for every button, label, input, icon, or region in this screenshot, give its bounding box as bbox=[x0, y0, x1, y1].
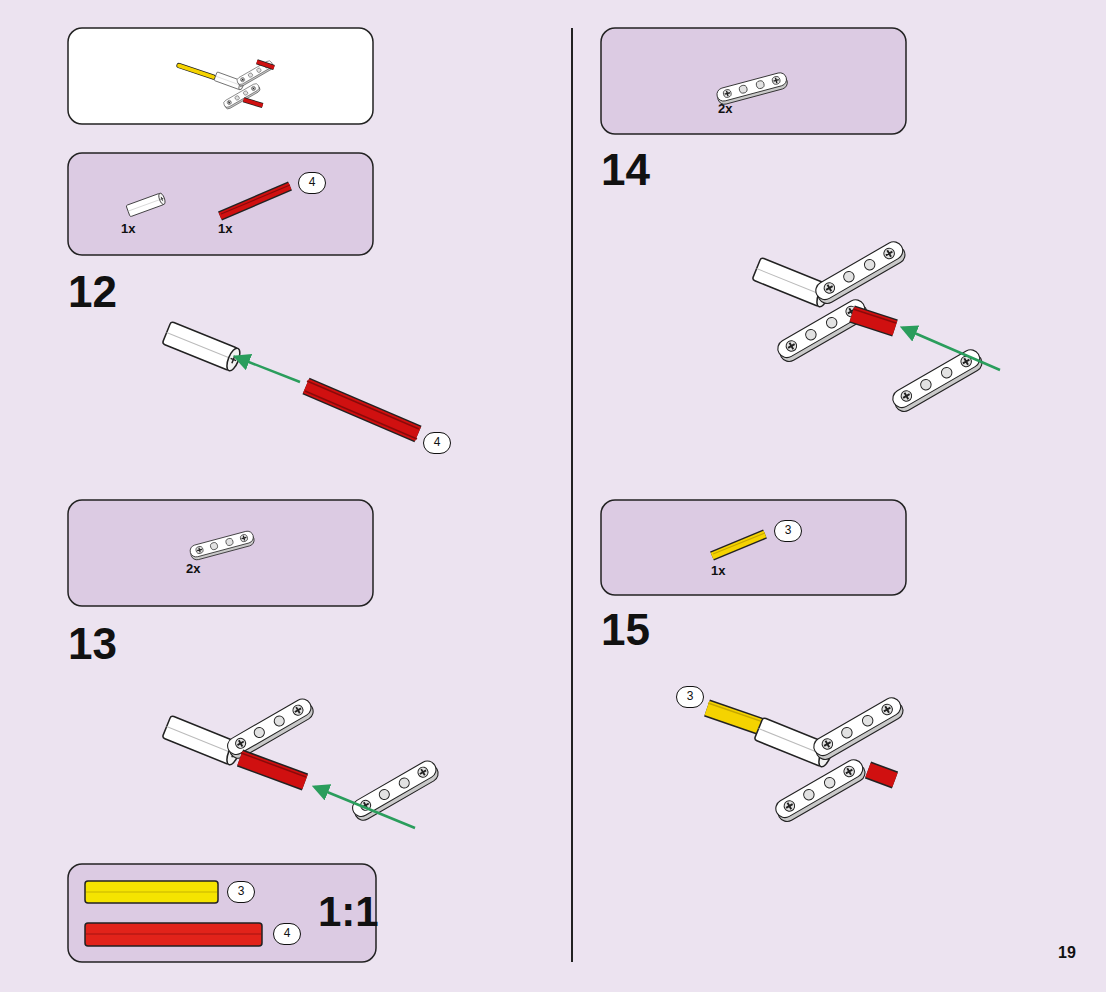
callout-circle: 3 bbox=[676, 686, 704, 708]
illustration-stroke bbox=[244, 100, 263, 106]
illustration-stroke bbox=[240, 758, 305, 782]
parts-panel bbox=[68, 500, 373, 606]
illustration-stroke bbox=[257, 62, 274, 68]
callout-circle: 3 bbox=[774, 520, 802, 542]
illustration-stroke bbox=[179, 66, 213, 77]
preview-box bbox=[68, 28, 373, 124]
red-axle bbox=[240, 753, 306, 782]
illustration-stroke bbox=[86, 891, 217, 892]
callout-number: 4 bbox=[299, 173, 325, 192]
red-axle bbox=[305, 381, 419, 439]
illustration-stroke bbox=[307, 381, 419, 429]
callout-number: 3 bbox=[775, 521, 801, 540]
illustration-stroke bbox=[241, 753, 306, 777]
red-axle-icon bbox=[220, 185, 290, 216]
red-axle bbox=[868, 770, 895, 780]
illustration-stroke bbox=[707, 708, 765, 728]
illustration-stroke bbox=[708, 703, 766, 723]
page-number: 19 bbox=[1058, 945, 1076, 961]
step-number: 15 bbox=[601, 608, 650, 652]
step-number: 14 bbox=[601, 148, 650, 192]
illustration-stroke bbox=[240, 758, 305, 782]
step-number: 13 bbox=[68, 622, 117, 666]
illustration-stroke bbox=[773, 757, 869, 825]
callout-number: 3 bbox=[677, 687, 703, 706]
illustration-stroke bbox=[707, 708, 765, 728]
parts-panel bbox=[68, 153, 373, 255]
callout-number: 4 bbox=[424, 433, 450, 452]
illustration-stroke bbox=[811, 695, 907, 763]
callout-number: 3 bbox=[228, 882, 254, 901]
callout-circle: 4 bbox=[273, 923, 301, 945]
step-number: 12 bbox=[68, 270, 117, 314]
callout-number: 4 bbox=[274, 924, 300, 943]
illustration-stroke bbox=[306, 386, 418, 434]
illustration-stroke bbox=[224, 696, 316, 762]
illustration-stroke bbox=[244, 100, 263, 106]
illustration-stroke bbox=[126, 192, 166, 216]
quantity-label: 2x bbox=[186, 562, 200, 575]
scale-label: 1:1 bbox=[318, 891, 379, 933]
illustration-stroke bbox=[86, 933, 261, 934]
quantity-label: 1x bbox=[121, 222, 135, 235]
quantity-label: 2x bbox=[718, 102, 732, 115]
assembly-arrow bbox=[315, 787, 415, 828]
preview-assembly bbox=[179, 60, 275, 110]
illustration-stroke bbox=[868, 770, 895, 780]
callout-circle: 3 bbox=[227, 881, 255, 903]
illustration-stroke bbox=[715, 71, 788, 105]
illustration-stroke bbox=[868, 770, 895, 780]
parts-panel: 3 1x bbox=[601, 500, 906, 595]
illustration-stroke bbox=[853, 309, 896, 323]
illustration-stroke bbox=[236, 60, 275, 88]
parts-panel: 4 1x 1x bbox=[68, 153, 373, 255]
yellow-axle-scale bbox=[85, 881, 218, 903]
illustration-stroke bbox=[813, 239, 909, 307]
illustration-stroke bbox=[712, 534, 765, 556]
illustration-stroke bbox=[257, 62, 274, 68]
parts-panel bbox=[601, 28, 906, 134]
quantity-label: 1x bbox=[711, 564, 725, 577]
illustration-stroke bbox=[220, 186, 290, 216]
assembly-arrow bbox=[903, 328, 1000, 370]
illustration-stroke bbox=[189, 530, 256, 561]
illustration-stroke bbox=[162, 321, 242, 372]
yellow-axle-icon bbox=[712, 533, 765, 556]
red-axle-scale bbox=[85, 923, 262, 946]
illustration-stroke bbox=[349, 758, 441, 824]
illustration-stroke bbox=[220, 186, 290, 216]
yellow-axle bbox=[707, 703, 766, 728]
column-divider bbox=[571, 28, 573, 962]
illustration-stroke bbox=[221, 185, 290, 214]
callout-circle: 4 bbox=[423, 432, 451, 454]
parts-panel: 2x bbox=[68, 500, 373, 606]
illustration-stroke bbox=[712, 534, 765, 556]
illustration-stroke bbox=[305, 391, 417, 439]
illustration-stroke bbox=[713, 533, 765, 554]
quantity-label: 1x bbox=[218, 222, 232, 235]
parts-panel: 2x bbox=[601, 28, 906, 134]
illustration-stroke bbox=[179, 66, 213, 77]
red-axle bbox=[852, 309, 896, 328]
parts-panel bbox=[601, 500, 906, 595]
parts-panel: 3 4 1:1 bbox=[68, 864, 376, 962]
illustration-stroke bbox=[306, 386, 418, 434]
assembly-arrow bbox=[236, 357, 300, 382]
callout-circle: 4 bbox=[298, 172, 326, 194]
